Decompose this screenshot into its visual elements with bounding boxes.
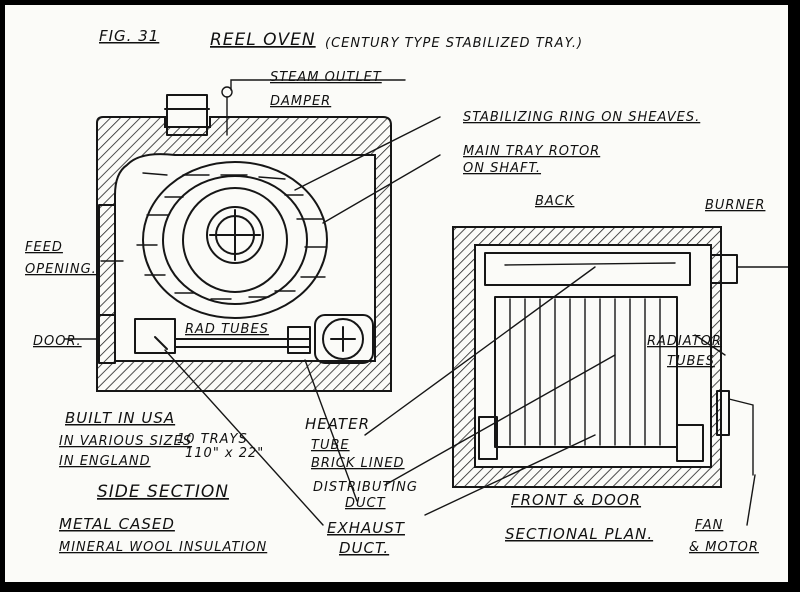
side-casing-wall [96,116,392,392]
drawing-sheet: FIG. 31 REEL OVEN (CENTURY TYPE STABILIZ… [5,5,788,582]
radiator-tube-bank [494,296,678,448]
plan-tube-line [504,262,676,266]
label-radiator-1: RADIATOR [647,334,722,349]
radiator-tube-lines [509,298,661,446]
stabilizing-ring-mid [162,175,308,305]
label-fan-1: FAN [695,518,723,533]
exhaust-mark [154,336,168,350]
figure-title: REEL OVEN [210,30,316,50]
label-back: BACK [535,194,575,209]
label-stabilizing-ring: STABILIZING RING ON SHEAVES. [463,110,700,125]
label-side-section: SIDE SECTION [97,482,229,502]
fan-motor-box [716,390,730,436]
exhaust-duct-box [134,318,176,354]
plan-duct-right [676,424,704,462]
label-front-door: FRONT & DOOR [511,491,641,509]
fan-motor-lead [728,398,754,476]
label-heater-1: HEATER [305,415,370,433]
label-heater-3: BRICK LINED [311,456,405,471]
label-built-size-2: 110" x 22" [185,446,264,461]
label-damper: DAMPER [270,94,331,109]
label-built-3: IN ENGLAND [59,454,151,469]
label-exhaust-1: EXHAUST [327,519,406,537]
label-metal-1: METAL CASED [59,515,175,533]
rotor-hub [206,206,264,264]
plan-casing-wall [452,226,722,488]
figure-subtitle: (CENTURY TYPE STABILIZED TRAY.) [325,36,583,51]
reel-oven-diagram: FIG. 31 REEL OVEN (CENTURY TYPE STABILIZ… [25,27,788,557]
label-heater-2: TUBE [311,438,350,453]
label-rad-tubes: RAD TUBES [185,322,269,337]
heater-tube-housing [314,314,374,364]
label-built-1: BUILT IN USA [65,409,175,427]
side-section-drawing [96,86,392,392]
sectional-plan-drawing [452,226,788,488]
label-fan-2: & MOTOR [689,540,759,555]
label-built-2: IN VARIOUS SIZES [59,434,192,449]
label-main-tray-rotor-1: MAIN TRAY ROTOR [463,144,600,159]
rad-tube-end [287,326,311,354]
rad-tube-lower [174,338,311,348]
steam-outlet-stack [166,94,208,136]
label-steam-outlet: STEAM OUTLET [270,70,382,85]
label-feed: FEED [25,240,63,255]
stabilizing-ring-outer [142,161,328,319]
main-tray-rotor [182,187,288,293]
leader-lines [64,79,756,526]
label-main-tray-rotor-2: ON SHAFT. [463,161,541,176]
label-door: DOOR. [33,334,82,349]
label-sectional-plan: SECTIONAL PLAN. [505,525,653,543]
burner-box [710,254,738,284]
label-burner: BURNER [705,198,765,213]
label-metal-2: MINERAL WOOL INSULATION [59,540,267,555]
label-distributing-2: DUCT [345,496,386,511]
label-distributing-1: DISTRIBUTING [313,480,418,495]
figure-number: FIG. 31 [99,27,159,45]
label-opening: OPENING. [25,262,97,277]
plan-duct-left [478,416,498,460]
plan-heater-tube [484,252,691,286]
tray-marks [136,172,328,300]
damper-handle [221,86,233,98]
heater-tube [322,318,364,360]
label-built-size-1: 10 TRAYS [177,432,248,447]
label-radiator-2: TUBES [667,354,715,369]
label-exhaust-2: DUCT. [339,539,389,557]
